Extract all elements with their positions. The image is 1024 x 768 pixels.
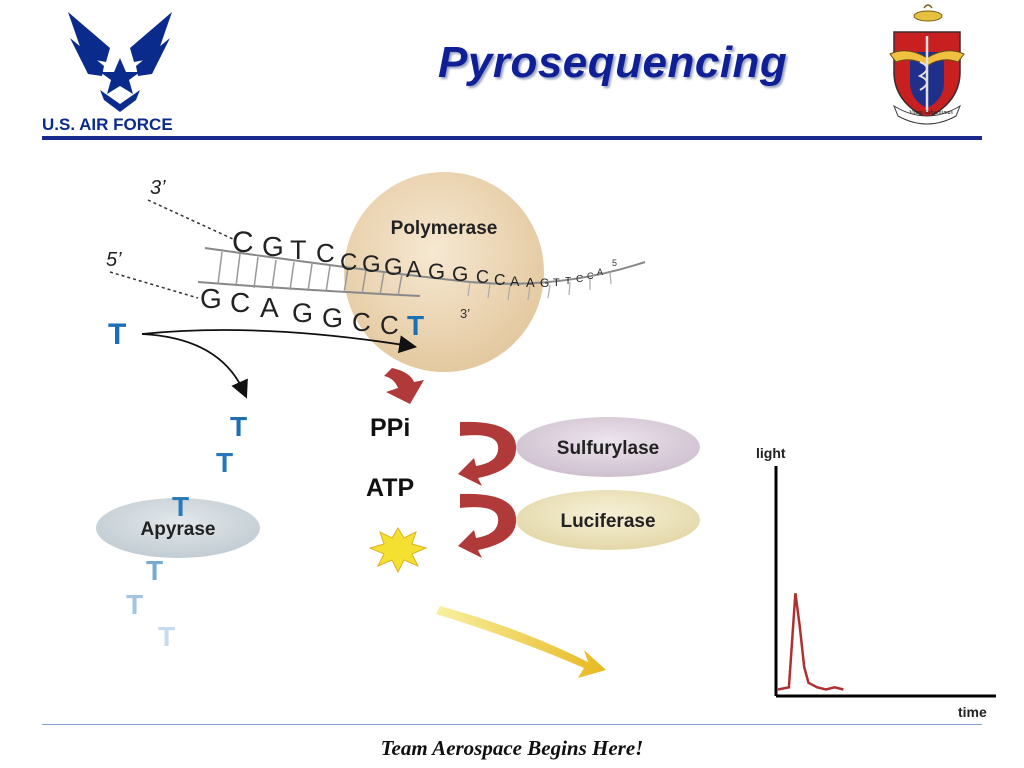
medical-crest xyxy=(889,4,965,125)
light-burst-icon xyxy=(368,527,428,574)
template-3prime-label: 3’ xyxy=(150,177,166,199)
apyrase-label: Apyrase xyxy=(141,519,216,540)
template-5prime-end-label: 5 xyxy=(612,258,617,268)
template-base: C xyxy=(340,249,357,276)
luciferase-reaction-arrow xyxy=(458,493,517,558)
footer-divider xyxy=(42,724,982,725)
synthesized-base: A xyxy=(260,292,279,323)
footer-slogan: Team Aerospace Begins Here! xyxy=(380,736,644,760)
synthesized-base: C xyxy=(380,310,399,340)
primer-5prime-label: 5’ xyxy=(106,249,122,271)
degraded-nucleotide: T xyxy=(172,491,189,522)
incoming-nucleotide: T xyxy=(108,318,126,351)
light-time-chart: light time xyxy=(756,445,996,720)
template-base: C xyxy=(494,272,506,289)
synthesized-base: G xyxy=(292,298,313,328)
template-base: A xyxy=(510,273,520,289)
incorporation-arrow xyxy=(141,329,418,354)
degraded-nucleotide: T xyxy=(230,411,247,442)
template-base: C xyxy=(476,267,489,287)
primer-3prime-label: 3’ xyxy=(460,306,470,321)
template-base: C xyxy=(232,226,254,259)
polymerase-enzyme xyxy=(344,172,544,372)
template-base: T xyxy=(565,276,571,287)
crest-lamp-icon xyxy=(913,4,943,22)
degraded-nucleotide: T xyxy=(126,589,143,620)
atp-label: ATP xyxy=(366,474,414,502)
apyrase-enzyme xyxy=(96,498,260,558)
synthesized-base: G xyxy=(322,303,343,333)
polymerase-label: Polymerase xyxy=(391,218,498,239)
synthesized-base: C xyxy=(230,287,250,318)
template-base: C xyxy=(576,274,583,285)
crest-motto: Vitam Subvenimus xyxy=(908,110,954,116)
logo-text: U.S. AIR FORCE xyxy=(42,115,173,134)
light-output-arrow xyxy=(436,606,606,678)
base-pair-rungs xyxy=(217,251,403,297)
degradation-arrow xyxy=(141,333,248,399)
template-backbone xyxy=(204,247,646,285)
template-base: G xyxy=(428,259,445,284)
added-nucleotide: T xyxy=(407,310,424,341)
template-base: G xyxy=(540,276,549,290)
header-divider xyxy=(42,136,982,140)
synthesized-base: C xyxy=(352,307,371,337)
template-base: A xyxy=(597,267,603,277)
ppi-release-arrow xyxy=(384,368,424,404)
degraded-nucleotide: T xyxy=(146,555,163,586)
air-force-logo: U.S. AIR FORCE xyxy=(42,12,173,134)
template-base: G xyxy=(262,231,284,262)
template-base: T xyxy=(553,277,560,289)
degraded-nucleotide: T xyxy=(216,447,233,478)
degraded-nucleotide: T xyxy=(158,621,175,652)
air-force-wings-icon xyxy=(68,12,172,112)
template-base: A xyxy=(406,256,422,282)
primer-strand-dashed-end xyxy=(109,271,199,299)
sulfurylase-label: Sulfurylase xyxy=(557,438,659,459)
template-base: C xyxy=(587,271,594,281)
template-base: G xyxy=(452,263,468,286)
luciferase-label: Luciferase xyxy=(560,511,655,532)
ppi-label: PPi xyxy=(370,414,410,442)
template-base: T xyxy=(290,235,307,265)
template-strand-dashed-end xyxy=(147,199,236,241)
sulfurylase-reaction-arrow xyxy=(458,421,517,486)
template-base: G xyxy=(384,254,403,281)
chart-x-label: time xyxy=(958,704,987,720)
single-strand-ticks xyxy=(467,271,612,301)
sulfurylase-enzyme xyxy=(516,417,700,477)
template-base: G xyxy=(362,251,381,278)
luciferase-enzyme xyxy=(516,490,700,550)
chart-y-label: light xyxy=(756,445,786,461)
template-base: C xyxy=(316,238,335,268)
chart-series-light xyxy=(777,593,844,691)
template-base: A xyxy=(526,275,535,290)
synthesized-backbone xyxy=(197,281,421,297)
page-title: Pyrosequencing xyxy=(438,38,788,87)
synthesized-base: G xyxy=(200,283,222,314)
